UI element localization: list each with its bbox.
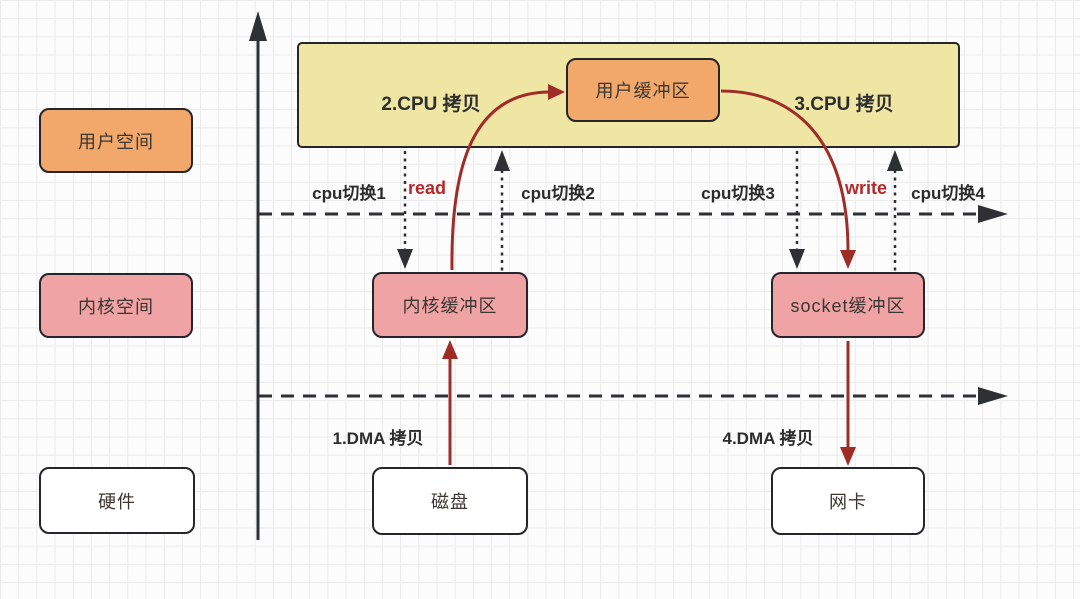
hardware-label: 硬件 [98,491,136,512]
kernel-space-label: 内核空间 [78,296,154,317]
cpu-switch-4-label: cpu切换4 [911,184,985,203]
kernel-buffer-box: 内核缓冲区 [372,272,528,338]
y-axis-arrowhead-icon [249,11,267,41]
kernel-space-box: 内核空间 [39,273,193,338]
write-syscall-label: write [844,178,887,198]
user-buffer-label: 用户缓冲区 [595,81,691,101]
cpu-switch-4-arrow [887,150,903,271]
cpu-copy-3-label: 3.CPU 拷贝 [794,94,894,115]
disk-label: 磁盘 [431,492,469,512]
cpu-copy-2-label: 2.CPU 拷贝 [381,94,481,115]
up-arrowhead-icon [494,150,510,171]
red-up-arrowhead-icon [442,340,458,359]
cpu-switch-1-arrow [397,151,413,269]
nic-label: 网卡 [829,492,867,512]
cpu-switch-3-label: cpu切换3 [701,184,775,203]
user-space-box: 用户空间 [39,108,193,173]
red-down-arrowhead-icon [840,250,856,269]
boundary-arrowhead-icon [978,205,1008,223]
disk-box: 磁盘 [372,467,528,535]
socket-buffer-box: socket缓冲区 [771,272,925,338]
hardware-box: 硬件 [39,467,195,534]
boundary-arrowhead-icon [978,387,1008,405]
y-axis [249,11,267,540]
down-arrowhead-icon [789,249,805,269]
dma-copy-4-label: 4.DMA 拷贝 [722,429,814,448]
kernel-hardware-boundary-line [259,387,1008,405]
user-buffer-box: 用户缓冲区 [566,58,720,122]
dma-copy-1-label: 1.DMA 拷贝 [332,429,424,448]
red-down-arrowhead-icon [840,447,856,466]
user-space-label: 用户空间 [78,131,154,152]
user-kernel-boundary-line [259,205,1008,223]
cpu-switch-1-label: cpu切换1 [312,184,386,203]
socket-buffer-label: socket缓冲区 [790,296,906,316]
kernel-buffer-label: 内核缓冲区 [402,296,498,316]
nic-box: 网卡 [771,467,925,535]
cpu-switch-3-arrow [789,151,805,269]
down-arrowhead-icon [397,249,413,269]
cpu-switch-2-label: cpu切换2 [521,184,595,203]
cpu-switch-2-arrow [494,150,510,271]
up-arrowhead-icon [887,150,903,171]
read-syscall-label: read [407,178,447,198]
dma-copy-4-arrow [840,341,856,466]
